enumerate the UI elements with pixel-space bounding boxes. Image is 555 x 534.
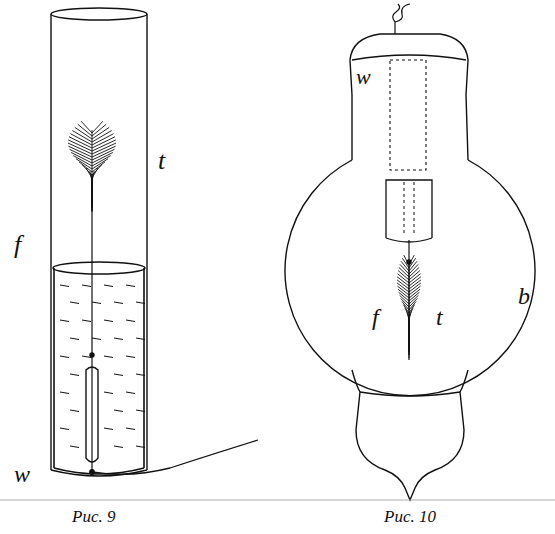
hatch-stroke xyxy=(136,302,145,304)
hatch-stroke xyxy=(82,356,91,358)
hatch-stroke xyxy=(126,320,135,322)
bristle xyxy=(92,149,115,160)
hatch-stroke xyxy=(60,392,69,394)
hatch-stroke xyxy=(136,410,145,412)
part-label: f xyxy=(372,305,379,329)
bristle xyxy=(409,348,410,355)
hatch-stroke xyxy=(104,285,113,287)
bristle xyxy=(92,203,93,211)
bristle xyxy=(92,152,113,163)
figure-caption: Рис. 10 xyxy=(384,508,436,525)
bulb xyxy=(285,160,535,396)
figure-caption: Рис. 9 xyxy=(72,508,115,525)
hatch-stroke xyxy=(60,285,69,287)
figure-9 xyxy=(51,8,258,476)
hatch-stroke xyxy=(60,428,69,430)
dashed-line xyxy=(414,182,415,236)
hatch-stroke xyxy=(82,285,91,287)
bristle xyxy=(79,162,92,172)
hatch-stroke xyxy=(126,392,135,394)
bristle xyxy=(92,203,93,211)
hatch-stroke xyxy=(114,302,123,304)
bristle xyxy=(409,298,417,307)
part-label: w xyxy=(356,66,371,88)
tube-wall xyxy=(146,14,147,470)
bristle xyxy=(409,305,415,313)
part-label: f xyxy=(14,232,21,258)
bristle xyxy=(92,159,108,169)
part-label: t xyxy=(158,148,165,174)
bristle xyxy=(403,305,409,313)
hatch-stroke xyxy=(114,338,123,340)
bottom-neck xyxy=(352,370,468,500)
joint xyxy=(90,353,94,357)
bulb-neck xyxy=(350,34,468,160)
hatch-stroke xyxy=(104,320,113,322)
hatch-stroke xyxy=(114,410,123,412)
hatch-stroke xyxy=(60,356,69,358)
bristle xyxy=(92,140,116,151)
hook-wire xyxy=(393,4,410,34)
hatch-stroke xyxy=(82,320,91,322)
liquid-hatch xyxy=(60,285,145,448)
hatch-stroke xyxy=(104,428,113,430)
hatch-stroke xyxy=(136,374,145,376)
bristle xyxy=(92,146,116,157)
neck-rim xyxy=(360,392,460,396)
hatch-stroke xyxy=(126,285,135,287)
part-label: t xyxy=(436,305,443,329)
rule-line xyxy=(0,500,555,501)
hatch-stroke xyxy=(114,374,123,376)
dashed-line xyxy=(404,182,405,236)
cap-band xyxy=(352,55,466,60)
hatch-stroke xyxy=(126,428,135,430)
bristle xyxy=(76,159,92,169)
hatch-stroke xyxy=(92,338,101,340)
bristle xyxy=(68,140,92,151)
inner-tube xyxy=(386,180,432,238)
hatch-stroke xyxy=(70,446,79,448)
part-label: b xyxy=(518,284,530,308)
hatch-stroke xyxy=(92,302,101,304)
hatch-stroke xyxy=(114,446,123,448)
bristle xyxy=(409,348,410,355)
hatch-stroke xyxy=(70,410,79,412)
brush xyxy=(68,121,116,212)
bristle xyxy=(68,146,92,157)
bristle xyxy=(92,162,105,172)
hatch-stroke xyxy=(104,392,113,394)
glass-wall xyxy=(143,268,145,468)
wire xyxy=(92,440,258,474)
liquid-surface xyxy=(53,262,145,274)
rod xyxy=(408,240,409,360)
bristle xyxy=(401,298,409,307)
hatch-stroke xyxy=(70,374,79,376)
hatch-stroke xyxy=(136,446,145,448)
bristle xyxy=(69,149,92,160)
hatch-stroke xyxy=(70,302,79,304)
tube-top xyxy=(51,8,147,20)
part-label: w xyxy=(14,462,30,486)
hatch-stroke xyxy=(60,320,69,322)
hatch-stroke xyxy=(70,338,79,340)
glass-wall xyxy=(53,268,55,468)
tube-wall xyxy=(50,14,51,470)
bristle xyxy=(71,152,92,163)
hatch-stroke xyxy=(136,338,145,340)
rod xyxy=(91,200,92,470)
brush xyxy=(397,255,421,358)
hatch-stroke xyxy=(126,356,135,358)
dashed-tube xyxy=(390,60,426,170)
figure-10 xyxy=(285,4,535,500)
hatch-stroke xyxy=(104,356,113,358)
